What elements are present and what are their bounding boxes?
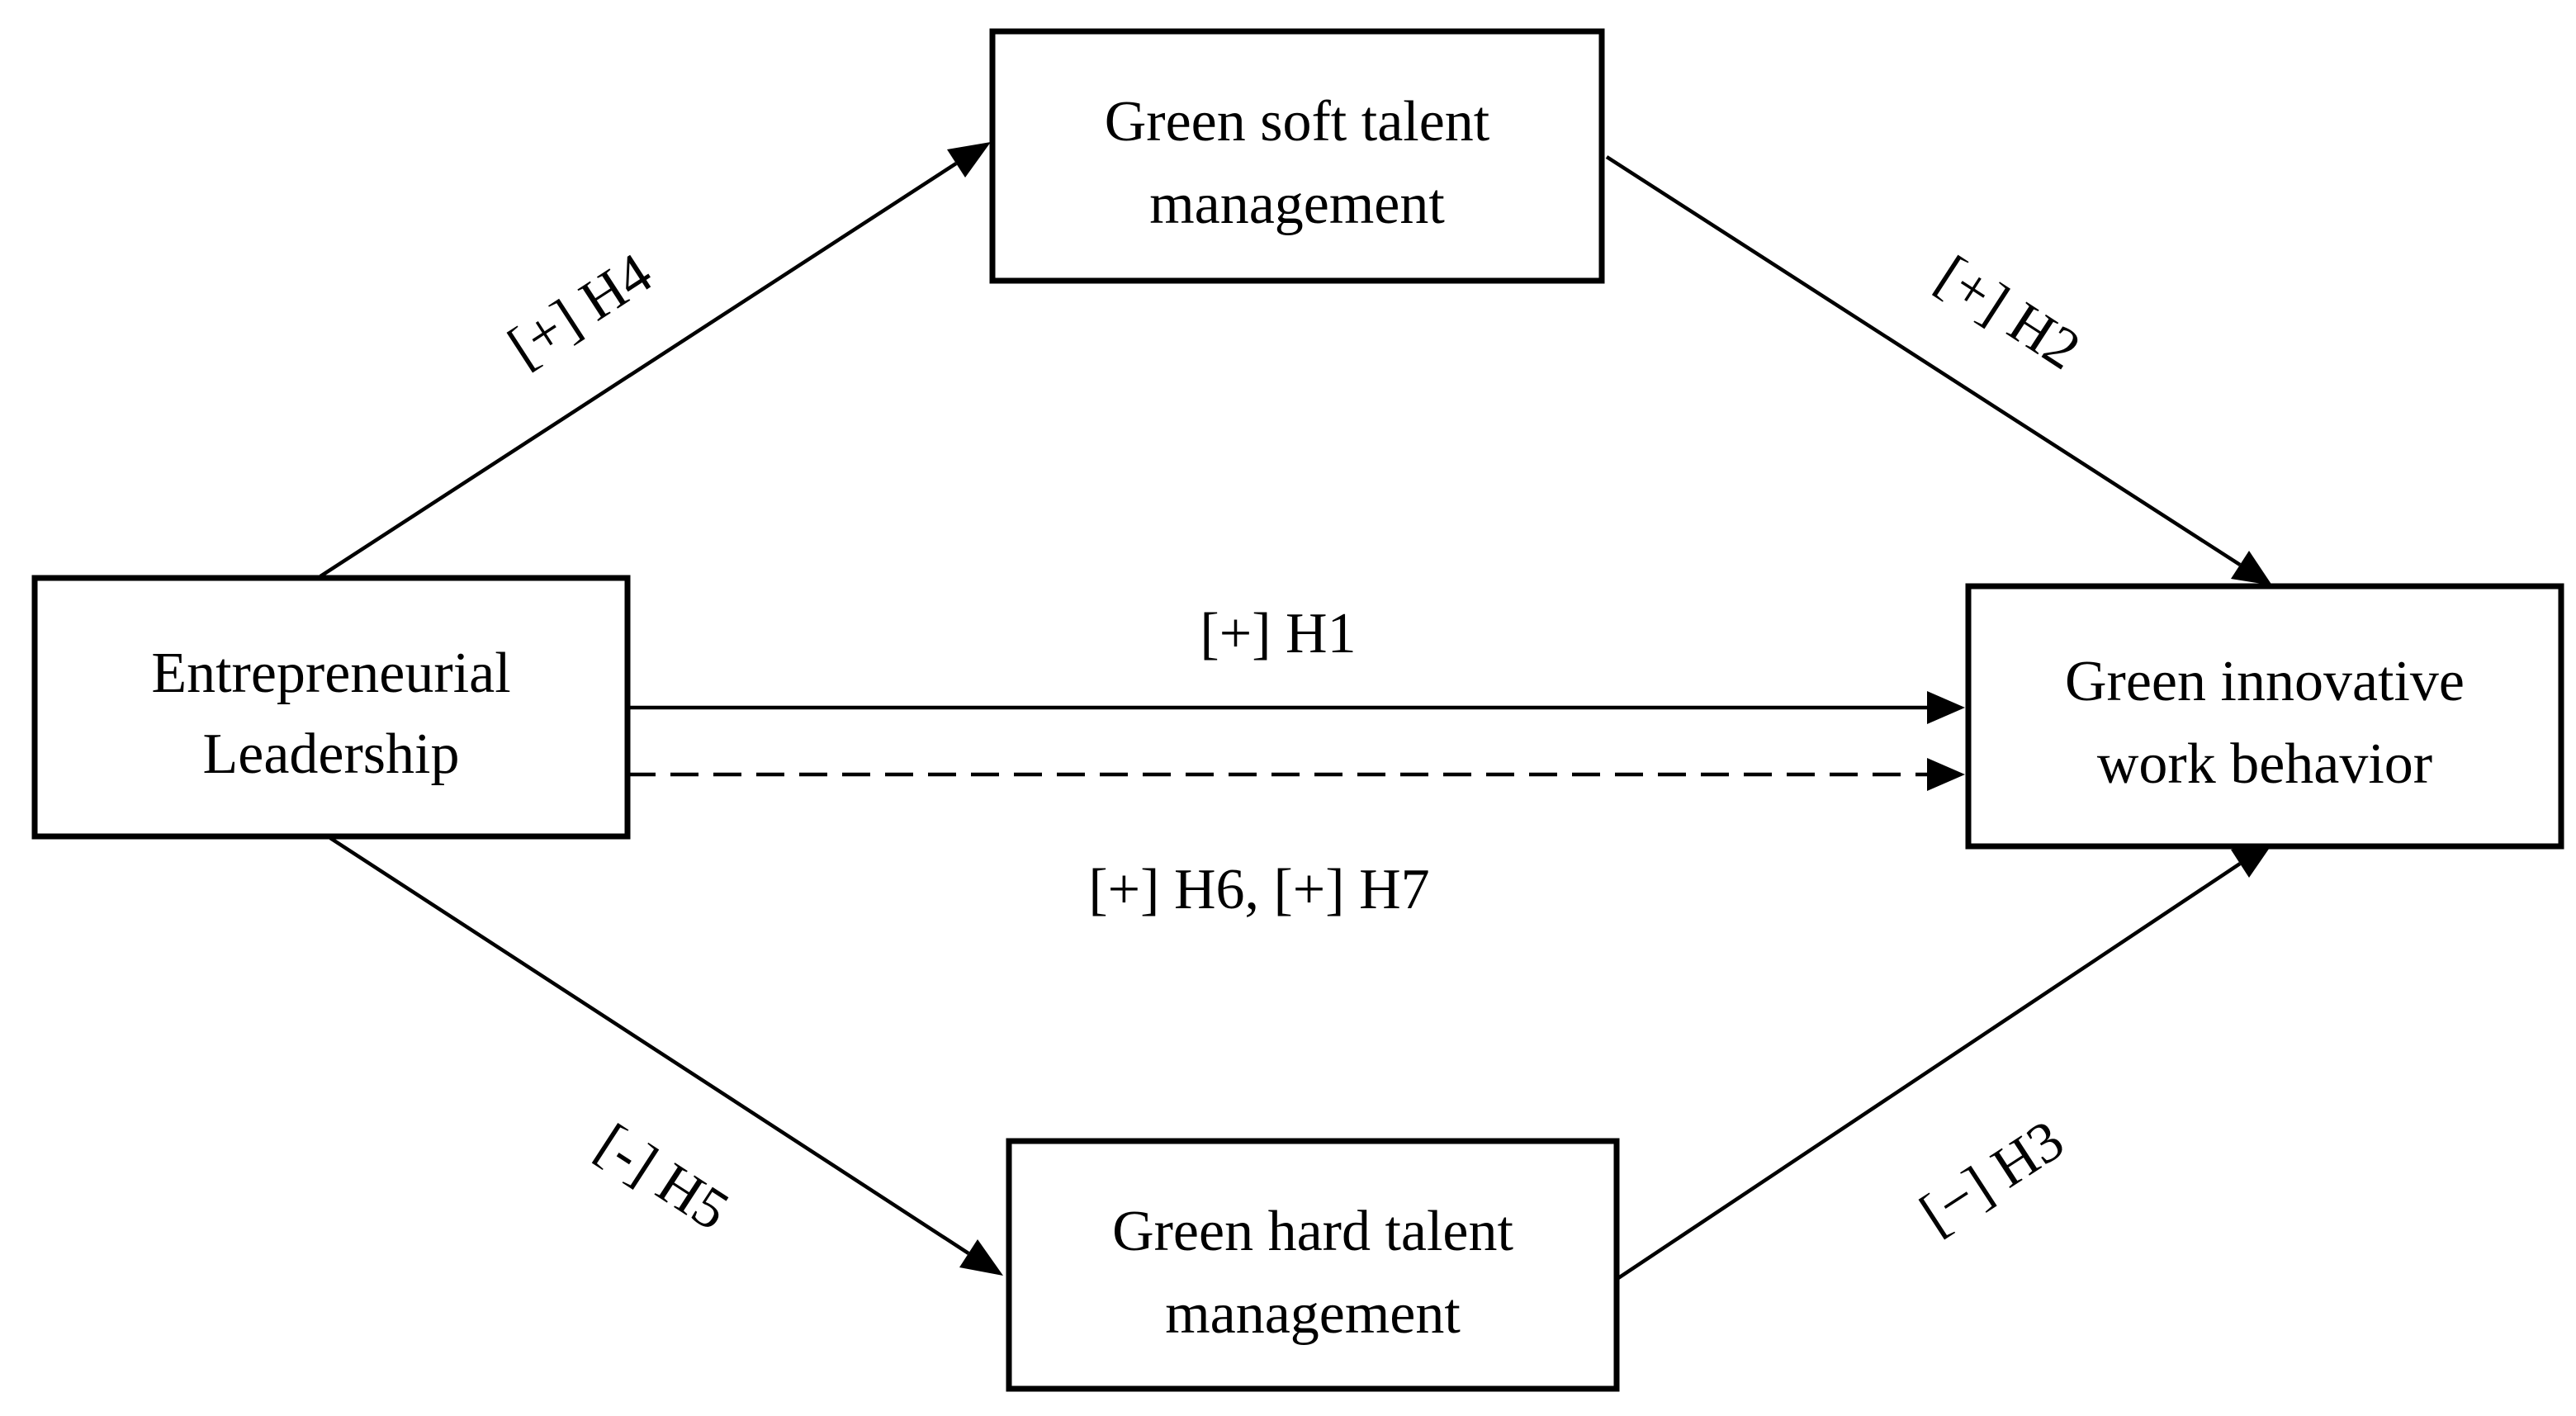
node-entrepreneurial-leadership: Entrepreneurial Leadership (31, 575, 631, 840)
node-entrepreneurial-leadership-line2: Leadership (203, 722, 460, 786)
node-green-soft-talent-management-box (989, 28, 1605, 284)
edge-h4 (319, 142, 991, 578)
edge-h1-arrowhead (1927, 691, 1965, 724)
edge-h2-label: [+] H2 (1925, 244, 2091, 382)
node-green-innovative-work-behavior-line2: work behavior (2097, 732, 2432, 796)
node-green-innovative-work-behavior-line1: Green innovative (2065, 650, 2465, 713)
node-green-innovative-work-behavior-box (1965, 583, 2564, 850)
edge-h3-arrowhead (2231, 841, 2275, 878)
edge-h5 (329, 836, 1003, 1276)
node-entrepreneurial-leadership-box (31, 575, 631, 840)
edge-h4-arrowhead (947, 142, 991, 178)
node-green-hard-talent-management-line2: management (1165, 1282, 1461, 1346)
node-entrepreneurial-leadership-line1: Entrepreneurial (151, 642, 510, 705)
node-green-innovative-work-behavior: Green innovative work behavior (1965, 583, 2564, 850)
edge-h5-line (329, 836, 970, 1255)
edge-h2-arrowhead (2231, 551, 2272, 585)
edge-h6-h7 (627, 758, 1965, 791)
edge-h6-h7-label: [+] H6, [+] H7 (1088, 858, 1429, 921)
edge-h3-line (1617, 862, 2242, 1280)
edge-h3-label: [−] H3 (1909, 1108, 2075, 1247)
node-green-soft-talent-management: Green soft talent management (989, 28, 1605, 284)
node-green-soft-talent-management-line2: management (1149, 173, 1445, 236)
edge-h1 (627, 691, 1965, 724)
edge-h2 (1605, 155, 2272, 585)
edge-h5-arrowhead (959, 1239, 1003, 1276)
edge-h1-label: [+] H1 (1200, 602, 1356, 665)
edge-h4-line (319, 162, 958, 578)
node-green-hard-talent-management-line1: Green hard talent (1112, 1200, 1513, 1263)
edge-h4-label: [+] H4 (497, 241, 663, 380)
edge-h5-label: [-] H5 (585, 1112, 740, 1243)
edge-h6-h7-arrowhead (1927, 758, 1965, 791)
node-green-hard-talent-management: Green hard talent management (1006, 1138, 1620, 1392)
edge-h3 (1617, 841, 2275, 1280)
node-green-soft-talent-management-line1: Green soft talent (1105, 90, 1490, 154)
edge-h2-line (1605, 155, 2242, 566)
node-green-hard-talent-management-box (1006, 1138, 1620, 1392)
